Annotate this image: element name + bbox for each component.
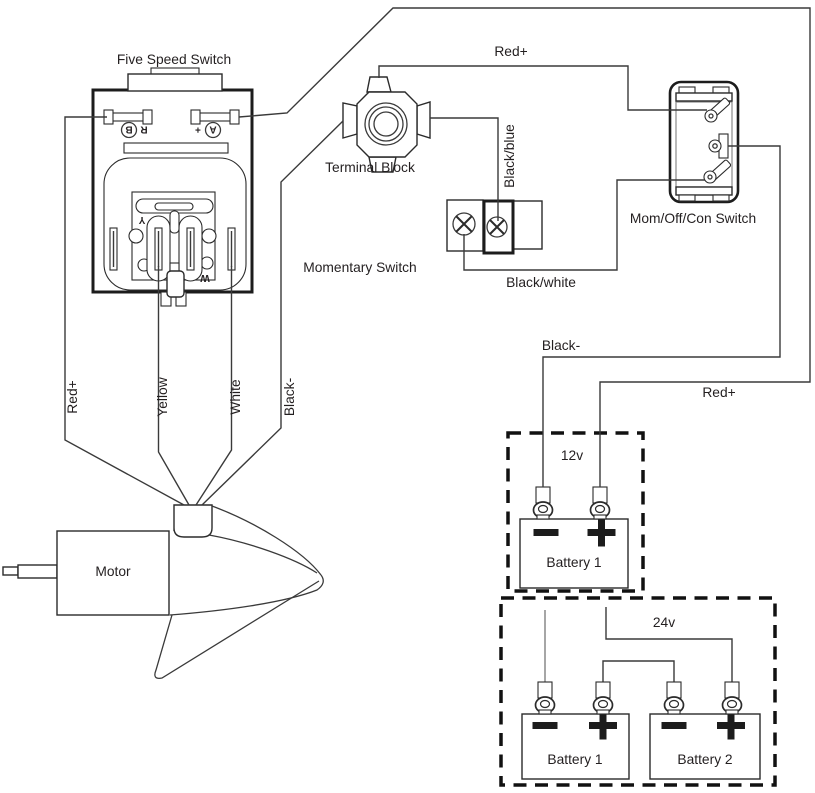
wire-black-blue bbox=[430, 117, 499, 221]
motor: Motor bbox=[2, 504, 324, 679]
terminal-block-label: Terminal Block bbox=[325, 160, 415, 175]
label-black-minus: Black- bbox=[542, 338, 580, 353]
switch-bar bbox=[123, 142, 229, 154]
motor-label: Motor bbox=[95, 564, 131, 579]
voltage-12v-label: 12v bbox=[561, 448, 583, 463]
wire-motor-yellow bbox=[157, 266, 190, 506]
mom-terminal-middle bbox=[708, 133, 729, 159]
switch-mechanism: Y W bbox=[109, 191, 236, 307]
battery-terminal bbox=[589, 486, 611, 520]
svg-text:+: + bbox=[195, 124, 201, 135]
svg-text:A: A bbox=[209, 124, 216, 135]
svg-text:R: R bbox=[140, 124, 148, 135]
motor-shaft-tip bbox=[2, 566, 19, 576]
propeller bbox=[154, 505, 324, 679]
terminal-block: Terminal Block bbox=[325, 76, 431, 175]
wire-black-minus-battery bbox=[542, 145, 781, 487]
wiring bbox=[64, 7, 811, 506]
motor-body bbox=[56, 530, 170, 616]
label-motor-red: Red+ bbox=[65, 380, 80, 413]
battery-24v-box: 24v Battery 1 Battery 2 bbox=[499, 596, 777, 787]
momentary-switch: Momentary Switch bbox=[303, 199, 543, 275]
switch-top-tab bbox=[127, 73, 223, 92]
plus-symbol bbox=[599, 711, 607, 740]
minus-symbol bbox=[661, 722, 687, 729]
battery-terminal bbox=[721, 681, 743, 715]
wire-motor-white bbox=[195, 266, 233, 506]
momentary-screw-middle bbox=[486, 216, 508, 238]
label-red-plus-top: Red+ bbox=[494, 44, 527, 59]
svg-text:B: B bbox=[125, 124, 132, 135]
motor-hub bbox=[173, 504, 213, 538]
battery-terminal bbox=[532, 486, 554, 520]
momentary-right-section bbox=[512, 200, 543, 250]
battery-2-24v-label: Battery 2 bbox=[677, 752, 732, 767]
momentary-switch-label: Momentary Switch bbox=[303, 260, 416, 275]
voltage-24v-label: 24v bbox=[653, 615, 675, 630]
five-speed-switch-label: Five Speed Switch bbox=[117, 52, 231, 67]
wire-motor-black bbox=[201, 120, 344, 506]
terminal-block-body bbox=[356, 91, 418, 158]
battery-1-24v-label: Battery 1 bbox=[547, 752, 602, 767]
motor-shaft bbox=[17, 564, 58, 579]
label-motor-yellow: Yellow bbox=[155, 377, 170, 416]
label-motor-black: Black- bbox=[282, 378, 297, 416]
terminal-marking-rb: B R bbox=[120, 121, 148, 139]
mom-off-con-switch: Mom/Off/Con Switch bbox=[630, 80, 756, 226]
minus-symbol bbox=[532, 722, 558, 729]
label-red-plus-right: Red+ bbox=[702, 385, 735, 400]
mom-off-con-label: Mom/Off/Con Switch bbox=[630, 211, 756, 226]
mom-terminal-bottom bbox=[703, 159, 732, 184]
label-black-white: Black/white bbox=[506, 275, 576, 290]
terminal-slot-a bbox=[190, 109, 240, 125]
terminal-block-tab-left bbox=[342, 102, 358, 139]
battery-12v-border bbox=[506, 431, 645, 593]
inner-letter-y: Y bbox=[138, 214, 145, 225]
five-speed-switch: Five Speed Switch B R A + bbox=[91, 52, 254, 307]
terminal-block-tab-right bbox=[416, 101, 431, 139]
battery-terminal bbox=[534, 681, 556, 715]
wire-motor-red bbox=[64, 116, 185, 506]
wire-red-plus-battery bbox=[238, 7, 811, 487]
inner-letter-w: W bbox=[200, 272, 210, 283]
label-motor-white: White bbox=[228, 379, 243, 415]
terminal-block-tab-top bbox=[366, 76, 392, 93]
battery-terminal bbox=[663, 681, 685, 715]
plus-symbol bbox=[598, 518, 605, 547]
wire-24v-red-feed bbox=[605, 607, 733, 682]
wire-red-plus-top bbox=[378, 65, 707, 111]
mom-terminal-top bbox=[704, 97, 731, 123]
label-black-blue: Black/blue bbox=[502, 124, 517, 188]
minus-symbol bbox=[533, 529, 559, 536]
battery-12v-box: 12v Battery 1 bbox=[506, 431, 645, 593]
battery-terminal bbox=[592, 681, 614, 715]
wire-black-white bbox=[463, 179, 705, 271]
terminal-marking-a-plus: A + bbox=[195, 121, 222, 139]
plus-symbol bbox=[727, 711, 735, 740]
battery-1-12v-label: Battery 1 bbox=[546, 555, 601, 570]
battery-24v-border bbox=[499, 596, 777, 787]
wire-labels: Red+ Black/blue Black/white Black- Red+ … bbox=[65, 44, 736, 417]
wire-series-jumper bbox=[602, 660, 675, 682]
